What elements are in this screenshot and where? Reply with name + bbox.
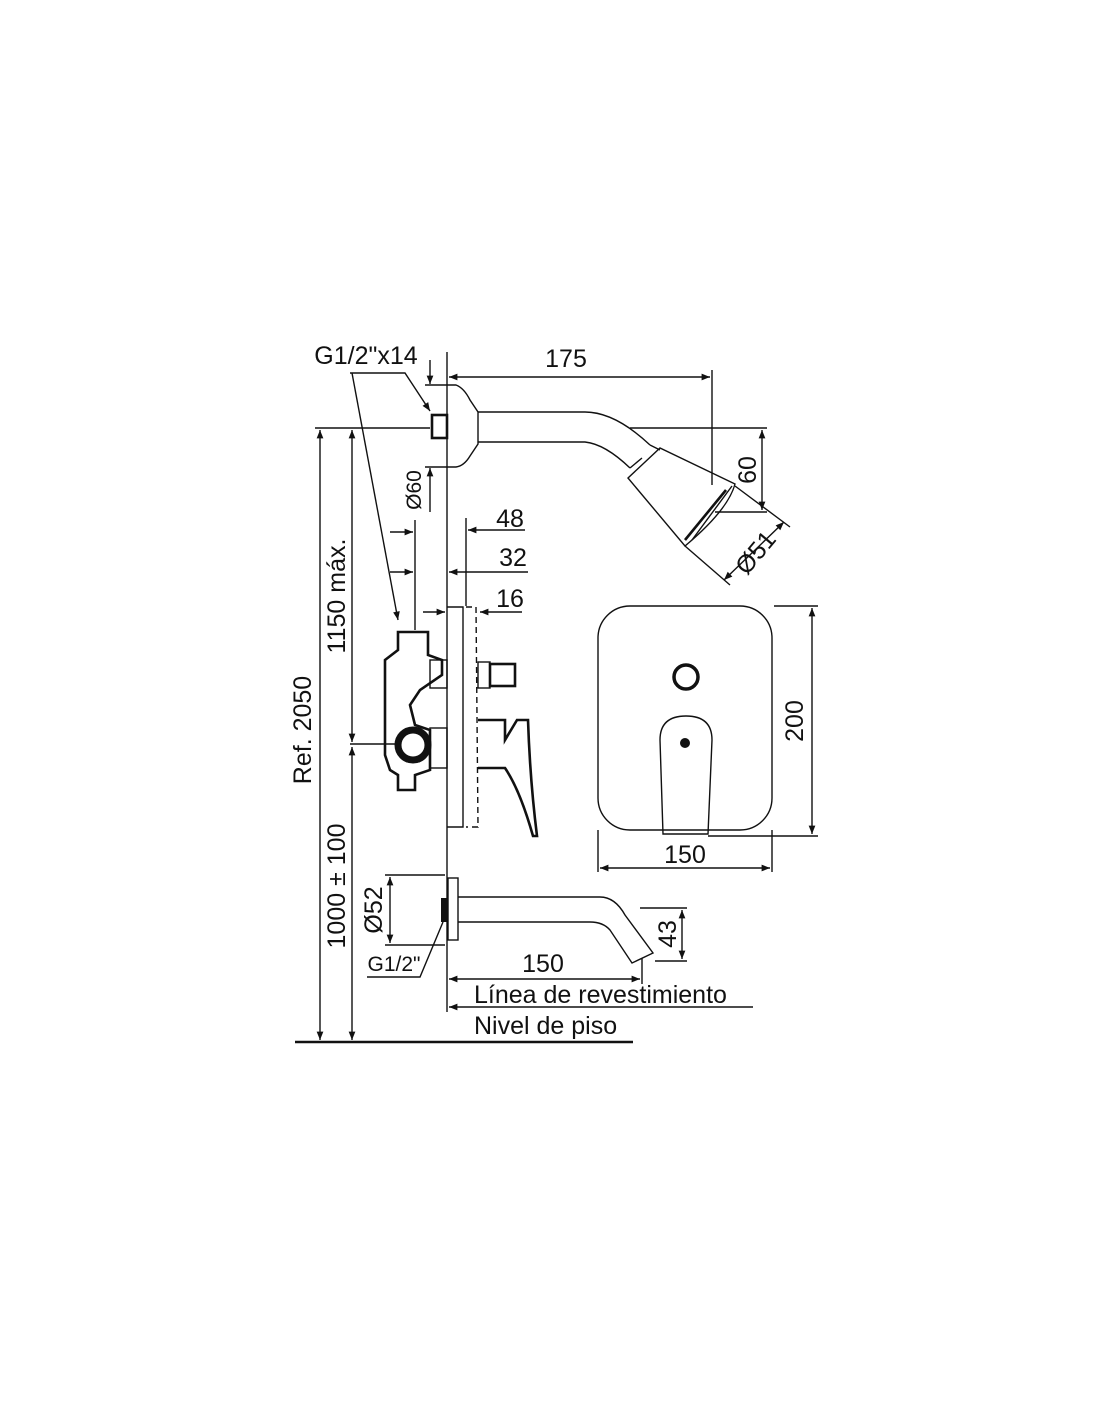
dim-plate-width: 150 — [664, 841, 706, 869]
dim-arm-length: 175 — [545, 345, 587, 373]
dim-16: 16 — [496, 585, 524, 613]
dim-spout-drop: 43 — [654, 920, 682, 948]
dim-spout-length: 150 — [522, 950, 564, 978]
shower-arm — [430, 384, 661, 469]
finish-line-label: Línea de revestimiento — [474, 981, 727, 1009]
dim-head-diameter: Ø51 — [730, 526, 782, 580]
thread-spout-label: G1/2" — [368, 953, 421, 976]
dim-head-height: 60 — [734, 456, 762, 484]
dim-spout-height: 1000 ± 100 — [323, 824, 351, 949]
mixer-valve-body — [383, 606, 539, 838]
dim-48: 48 — [496, 505, 524, 533]
dim-plate-height: 200 — [781, 700, 809, 742]
dim-spout-flange: Ø52 — [360, 886, 388, 933]
dim-total-height: Ref. 2050 — [289, 676, 317, 784]
dim-32: 32 — [499, 544, 527, 572]
shower-head — [627, 447, 736, 547]
floor-level-label: Nivel de piso — [474, 1012, 617, 1040]
dim-flange-diameter: Ø60 — [403, 470, 426, 510]
cover-plate-front — [597, 605, 773, 835]
thread-top-label: G1/2"x14 — [314, 342, 417, 370]
dim-mixer-height: 1150 máx. — [323, 539, 351, 654]
